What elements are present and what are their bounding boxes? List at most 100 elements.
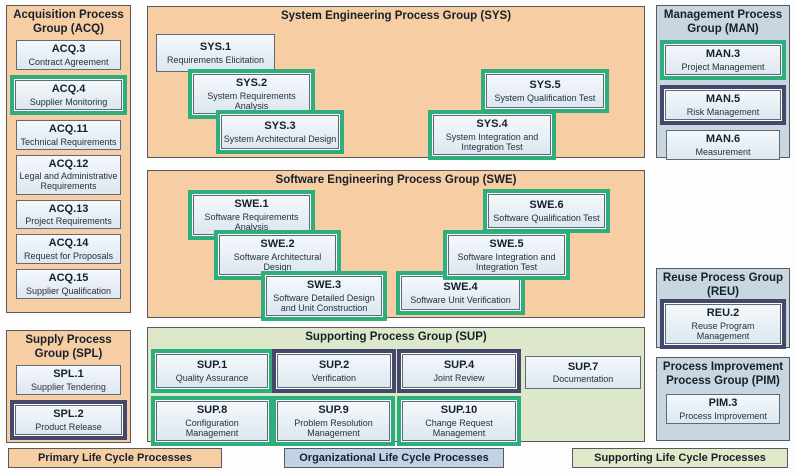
process-label: Quality Assurance [175, 372, 249, 383]
process-code: ACQ.12 [48, 157, 89, 170]
process-label: Contract Agreement [28, 56, 109, 67]
process-label: Process Improvement [679, 410, 767, 421]
process-label: Software Unit Verification [410, 294, 511, 305]
process-label: Reuse Program Management [691, 320, 755, 341]
process-label: Change Request Management [425, 417, 493, 438]
process-label: Measurement [695, 146, 751, 157]
process-code: SWE.4 [443, 281, 478, 294]
process-code: SUP.10 [440, 404, 478, 416]
process-code: SUP.2 [318, 359, 350, 372]
process-code: REU.2 [706, 307, 740, 320]
process-code: SPL.2 [53, 407, 84, 420]
process-label: Configuration Management [185, 417, 239, 438]
group-pim-title: Process Improvement Process Group (PIM) [662, 361, 784, 387]
process-label: System Requirements Analysis [207, 90, 296, 111]
legend-organizational-life-cycle: Organizational Life Cycle Processes [284, 448, 504, 468]
group-swe-title: Software Engineering Process Group (SWE) [275, 174, 517, 186]
process-code: ACQ.15 [48, 272, 89, 285]
process-label: Legal and Administrative Requirements [19, 171, 118, 192]
process-code: SUP.4 [443, 359, 475, 372]
process-label: Supplier Qualification [25, 285, 112, 296]
process-code: SUP.7 [567, 360, 599, 373]
process-label: Risk Management [686, 106, 760, 117]
process-code: SUP.9 [318, 404, 349, 416]
process-label: Joint Review [433, 372, 485, 383]
process-label: Verification [311, 372, 357, 383]
process-label: Software Architectural Design [233, 251, 322, 272]
process-code: MAN.5 [705, 92, 741, 105]
process-label: Requirements Elicitation [166, 54, 265, 65]
process-label: Software Requirements Analysis [204, 211, 299, 232]
process-code: SYS.3 [264, 120, 296, 133]
process-code: MAN.6 [705, 132, 741, 145]
process-code: SYS.1 [199, 41, 232, 54]
group-spl-title: Supply Process Group (SPL) [25, 334, 112, 360]
group-swe: Software Engineering Process Group (SWE)… [147, 170, 645, 321]
group-sup-title: Supporting Process Group (SUP) [305, 331, 487, 343]
process-code: SUP.8 [196, 404, 228, 416]
process-code: PIM.3 [708, 397, 738, 410]
process-code: SWE.3 [306, 279, 342, 291]
group-reu-title: Reuse Process Group (REU) [662, 272, 784, 298]
group-acq-title: Acquisition Process Group (ACQ) [13, 9, 124, 35]
process-code: SUP.1 [196, 359, 228, 372]
group-pim: Process Improvement Process Group (PIM) … [656, 357, 790, 441]
legend-primary-life-cycle: Primary Life Cycle Processes [8, 448, 222, 468]
process-label: Software Integration and Integration Tes… [457, 251, 556, 272]
process-label: Software Detailed Design and Unit Constr… [273, 292, 375, 313]
process-code: SPL.1 [53, 368, 84, 381]
group-sys: System Engineering Process Group (SYS) S… [147, 6, 645, 160]
process-label: System Qualification Test [494, 92, 596, 103]
process-code: ACQ.13 [48, 202, 89, 215]
process-label: Project Management [681, 61, 765, 72]
process-code: SWE.5 [489, 238, 524, 250]
legend-supporting-life-cycle: Supporting Life Cycle Processes [572, 448, 788, 468]
process-label: Supplier Tendering [31, 381, 106, 392]
process-label: Technical Requirements [20, 136, 117, 147]
process-code: ACQ.14 [48, 237, 89, 250]
process-code: ACQ.4 [51, 82, 86, 95]
process-code: SYS.4 [476, 118, 508, 130]
process-label: System Integration and Integration Test [445, 131, 539, 152]
process-label: Software Qualification Test [493, 212, 600, 223]
process-label: Problem Resolution Management [294, 417, 373, 438]
process-label: System Architectural Design [223, 133, 337, 144]
process-code: SWE.6 [529, 199, 564, 212]
process-label: Supplier Monitoring [29, 96, 108, 107]
